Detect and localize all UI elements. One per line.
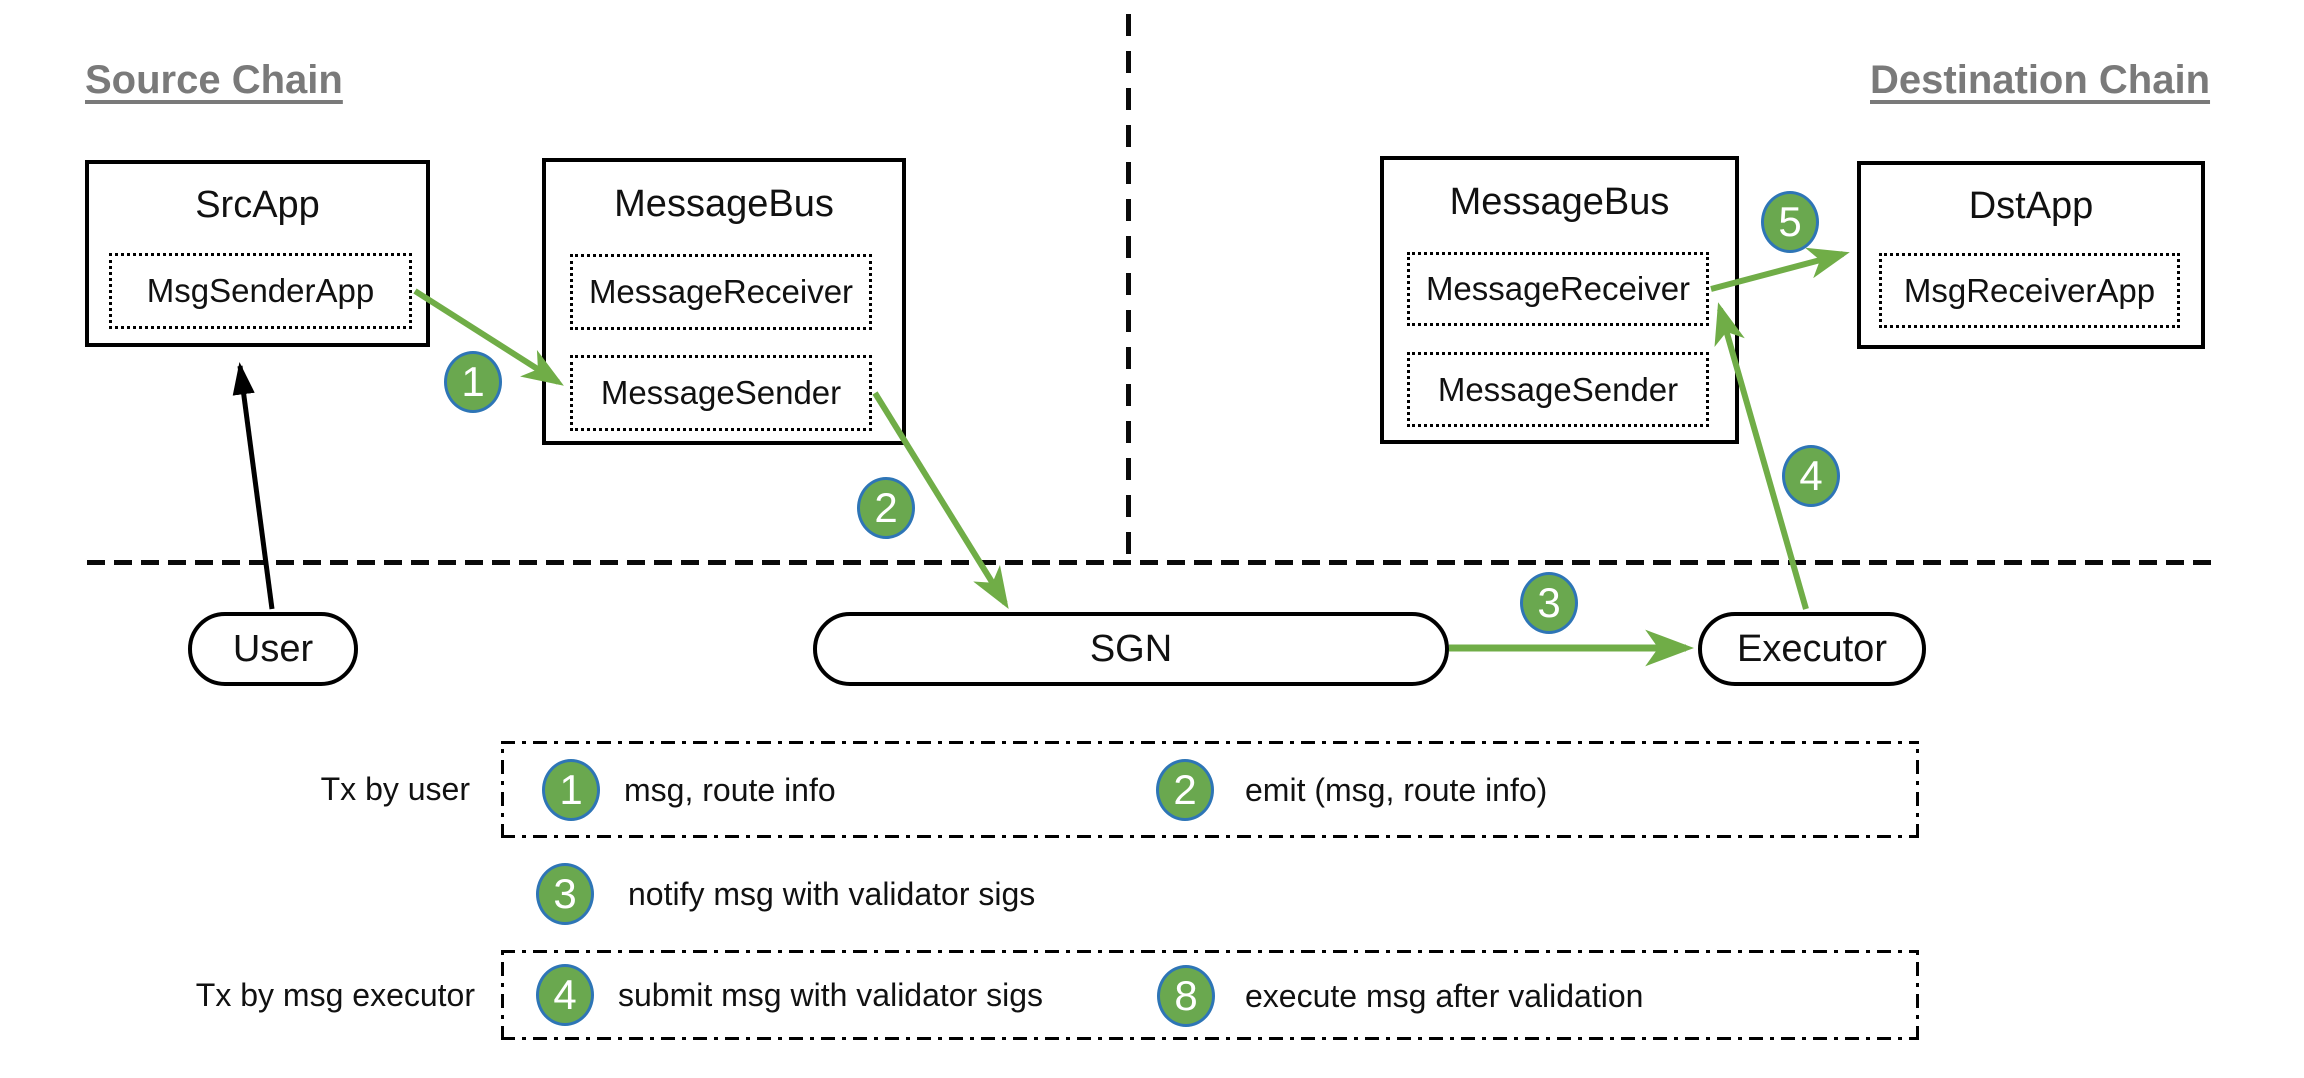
message-bus-src-title: MessageBus: [614, 182, 834, 225]
message-receiver-dst-box: MessageReceiver: [1407, 252, 1709, 326]
onchain-offchain-divider: [87, 560, 2213, 565]
legend-label-tx-by-executor: Tx by msg executor: [195, 976, 475, 1013]
msg-sender-app-box: MsgSenderApp: [109, 253, 412, 329]
step-circle-5: 5: [1761, 191, 1819, 253]
arrow-user-to-srcapp: [232, 361, 275, 610]
sgn-pill: SGN: [813, 612, 1449, 686]
message-bus-dst-title: MessageBus: [1449, 180, 1670, 223]
legend-item-2: emit (msg, route info): [1245, 771, 1548, 808]
message-receiver-src-box: MessageReceiver: [570, 254, 872, 330]
destination-chain-title: Destination Chain: [1870, 58, 2211, 102]
msg-receiver-app-box: MsgReceiverApp: [1879, 253, 2180, 328]
legend-circle-1: 1: [542, 759, 600, 821]
message-sender-src-box: MessageSender: [570, 355, 872, 431]
step-circle-4: 4: [1782, 445, 1840, 507]
legend-circle-3: 3: [536, 863, 594, 925]
legend-item-3: notify msg with validator sigs: [628, 875, 1036, 912]
executor-pill: Executor: [1698, 612, 1926, 686]
legend-label-tx-by-user: Tx by user: [320, 771, 470, 807]
dst-app-title: DstApp: [1968, 184, 2094, 227]
step-circle-1: 1: [444, 351, 502, 413]
step-circle-3: 3: [1520, 572, 1578, 634]
legend-circle-2: 2: [1156, 759, 1214, 821]
user-pill: User: [188, 612, 358, 686]
source-chain-title: Source Chain: [85, 58, 343, 102]
legend-item-4: submit msg with validator sigs: [618, 976, 1044, 1013]
legend-circle-4: 4: [536, 964, 594, 1026]
legend-item-1: msg, route info: [624, 771, 836, 808]
src-app-title: SrcApp: [195, 183, 320, 226]
step-circle-2: 2: [857, 477, 915, 539]
chain-vertical-divider: [1126, 14, 1131, 562]
message-sender-dst-box: MessageSender: [1407, 352, 1709, 427]
legend-circle-8: 8: [1157, 965, 1215, 1027]
legend-item-8: execute msg after validation: [1245, 977, 1644, 1014]
